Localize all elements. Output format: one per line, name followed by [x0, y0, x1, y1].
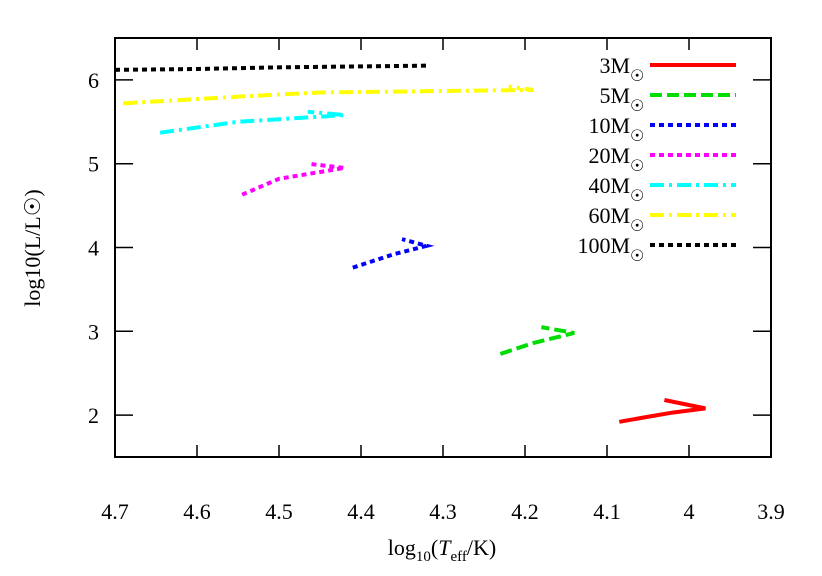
y-tick-label: 3 — [88, 319, 99, 344]
y-axis-label: log10(L/L☉) — [20, 189, 45, 306]
legend-label-3: 20M — [588, 143, 630, 168]
x-tick-label: 4.6 — [183, 499, 211, 524]
legend-sun-symbol-1: ☉ — [630, 98, 644, 115]
x-tick-label: 4.5 — [265, 499, 293, 524]
legend-label-5: 60M — [588, 203, 630, 228]
y-tick-label: 6 — [88, 68, 99, 93]
legend-label-1: 5M — [599, 83, 630, 108]
legend-label-0: 3M — [599, 53, 630, 78]
legend-label-2: 10M — [588, 113, 630, 138]
legend-sun-symbol-4: ☉ — [630, 188, 644, 205]
x-tick-label: 4.2 — [511, 499, 539, 524]
y-tick-label: 5 — [88, 152, 99, 177]
legend-sun-symbol-6: ☉ — [630, 248, 644, 265]
legend-sun-symbol-5: ☉ — [630, 218, 644, 235]
series-line-3 — [241, 161, 345, 197]
series-line-4 — [159, 109, 345, 135]
series-line-1 — [499, 325, 575, 356]
legend-sun-symbol-2: ☉ — [630, 128, 644, 145]
series-line-0 — [618, 398, 706, 424]
series-line-5 — [123, 84, 534, 106]
series-line-6 — [114, 63, 427, 72]
x-tick-label: 4.4 — [347, 499, 375, 524]
x-tick-label: 4.7 — [101, 499, 129, 524]
legend-sun-symbol-3: ☉ — [630, 158, 644, 175]
x-tick-label: 3.9 — [757, 499, 785, 524]
y-tick-label: 4 — [88, 236, 99, 261]
legend-label-4: 40M — [588, 173, 630, 198]
y-tick-label: 2 — [88, 403, 99, 428]
plot-frame — [114, 37, 772, 458]
series-line-2 — [352, 237, 435, 270]
x-tick-label: 4 — [684, 499, 695, 524]
x-axis-label: log10(Teff/K) — [388, 535, 496, 565]
legend-label-6: 100M — [577, 233, 630, 258]
legend-sun-symbol-0: ☉ — [630, 68, 644, 85]
x-tick-label: 4.1 — [593, 499, 621, 524]
x-tick-label: 4.3 — [429, 499, 457, 524]
